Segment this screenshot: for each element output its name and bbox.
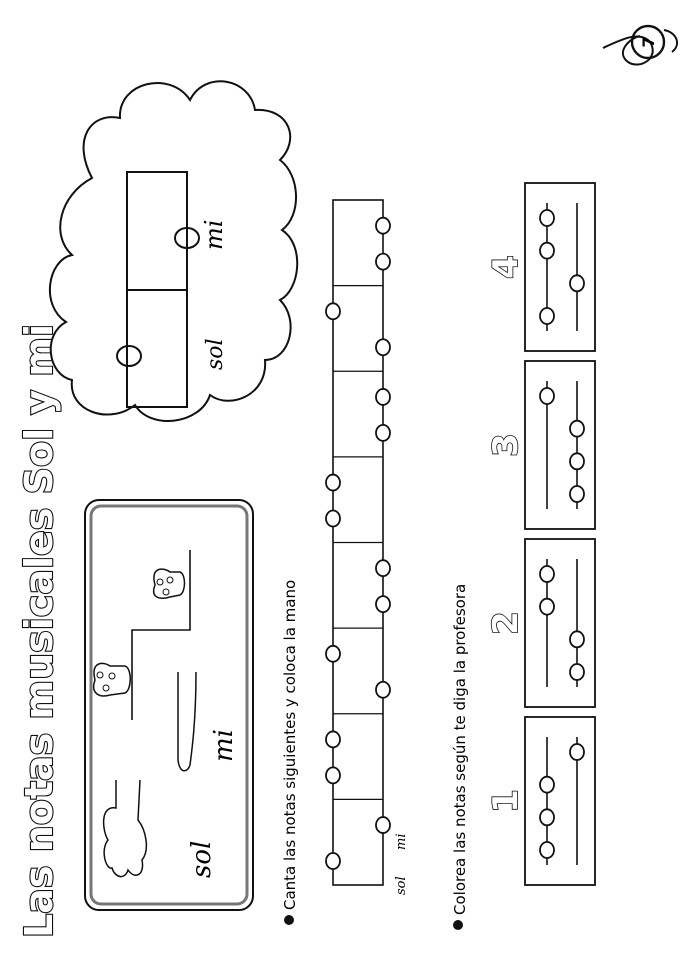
note-mi <box>375 252 391 271</box>
cloud-label-mi: mi <box>200 220 228 250</box>
note-sol <box>325 473 341 492</box>
note-sol[interactable] <box>539 565 555 583</box>
exercise2-box-number: 3 <box>486 433 526 457</box>
page-title: Las notas musicales Sol y mi <box>17 324 61 938</box>
note-mi[interactable] <box>569 663 585 681</box>
illustration-label-sol: sol <box>187 841 217 878</box>
page-number: 7 <box>639 36 658 47</box>
note-mi <box>375 595 391 614</box>
mushroom-icon <box>93 662 131 697</box>
note-mi <box>375 338 391 357</box>
note-sol[interactable] <box>539 808 555 827</box>
exercise2-box-number: 4 <box>486 255 526 279</box>
note-sol <box>325 852 341 870</box>
note-sol[interactable] <box>539 307 555 325</box>
note-mi <box>375 559 391 578</box>
note-mi <box>375 388 391 406</box>
note-mi <box>174 227 200 249</box>
staff-legend-mi: mi <box>394 834 409 851</box>
note-mi[interactable] <box>569 419 585 438</box>
note-sol[interactable] <box>539 387 555 405</box>
page-number-badge: 7 <box>602 24 679 66</box>
exercise2-box-4[interactable]: 4 <box>485 182 596 352</box>
exercise2-box-2[interactable]: 2 <box>485 538 596 708</box>
note-sol[interactable] <box>539 775 555 794</box>
note-mi[interactable] <box>569 485 585 503</box>
exercise2-instruction-text: Colorea las notas según te diga la profe… <box>451 584 469 915</box>
note-mi[interactable] <box>569 743 585 761</box>
exercise1-instruction-text: Canta las notas siguientes y coloca la m… <box>281 580 299 910</box>
note-sol <box>325 644 341 663</box>
note-mi <box>375 216 391 235</box>
note-sol[interactable] <box>539 209 555 227</box>
flat-hand-icon <box>177 671 197 772</box>
treble-clef-swirl-icon <box>602 35 654 66</box>
note-mi[interactable] <box>569 452 585 471</box>
note-sol <box>325 730 341 749</box>
exercise1-staff <box>325 199 391 886</box>
exercise2-instruction: Colorea las notas según te diga la profe… <box>451 584 469 930</box>
exercise2-box-1[interactable]: 1 <box>485 716 596 886</box>
exercise1-instruction: Canta las notas siguientes y coloca la m… <box>281 580 299 925</box>
note-mi[interactable] <box>569 274 585 293</box>
note-mi[interactable] <box>569 630 585 649</box>
cloud-outline <box>48 80 299 422</box>
mushroom-icon <box>153 568 186 599</box>
exercise2-box-number: 1 <box>486 789 526 813</box>
note-mi <box>375 816 391 834</box>
staff-legend-sol: sol <box>394 876 409 895</box>
note-mi <box>375 680 391 699</box>
illustration-label-mi: mi <box>209 729 239 762</box>
exercise2-box-3[interactable]: 3 <box>485 360 596 530</box>
hand-position-illustration: mi sol <box>84 499 254 911</box>
open-hand-icon <box>102 779 148 878</box>
note-sol[interactable] <box>539 841 555 859</box>
note-sol <box>116 345 142 367</box>
cloud-diagram: mi sol <box>48 80 299 422</box>
note-sol[interactable] <box>539 241 555 260</box>
note-sol <box>325 302 341 321</box>
exercise2-boxes: 1 2 3 4 <box>485 182 596 886</box>
note-sol[interactable] <box>539 597 555 616</box>
cloud-label-sol: sol <box>203 338 228 370</box>
exercise2-box-number: 2 <box>486 611 526 635</box>
note-sol <box>325 509 341 528</box>
note-sol <box>325 766 341 785</box>
note-mi <box>375 423 391 442</box>
